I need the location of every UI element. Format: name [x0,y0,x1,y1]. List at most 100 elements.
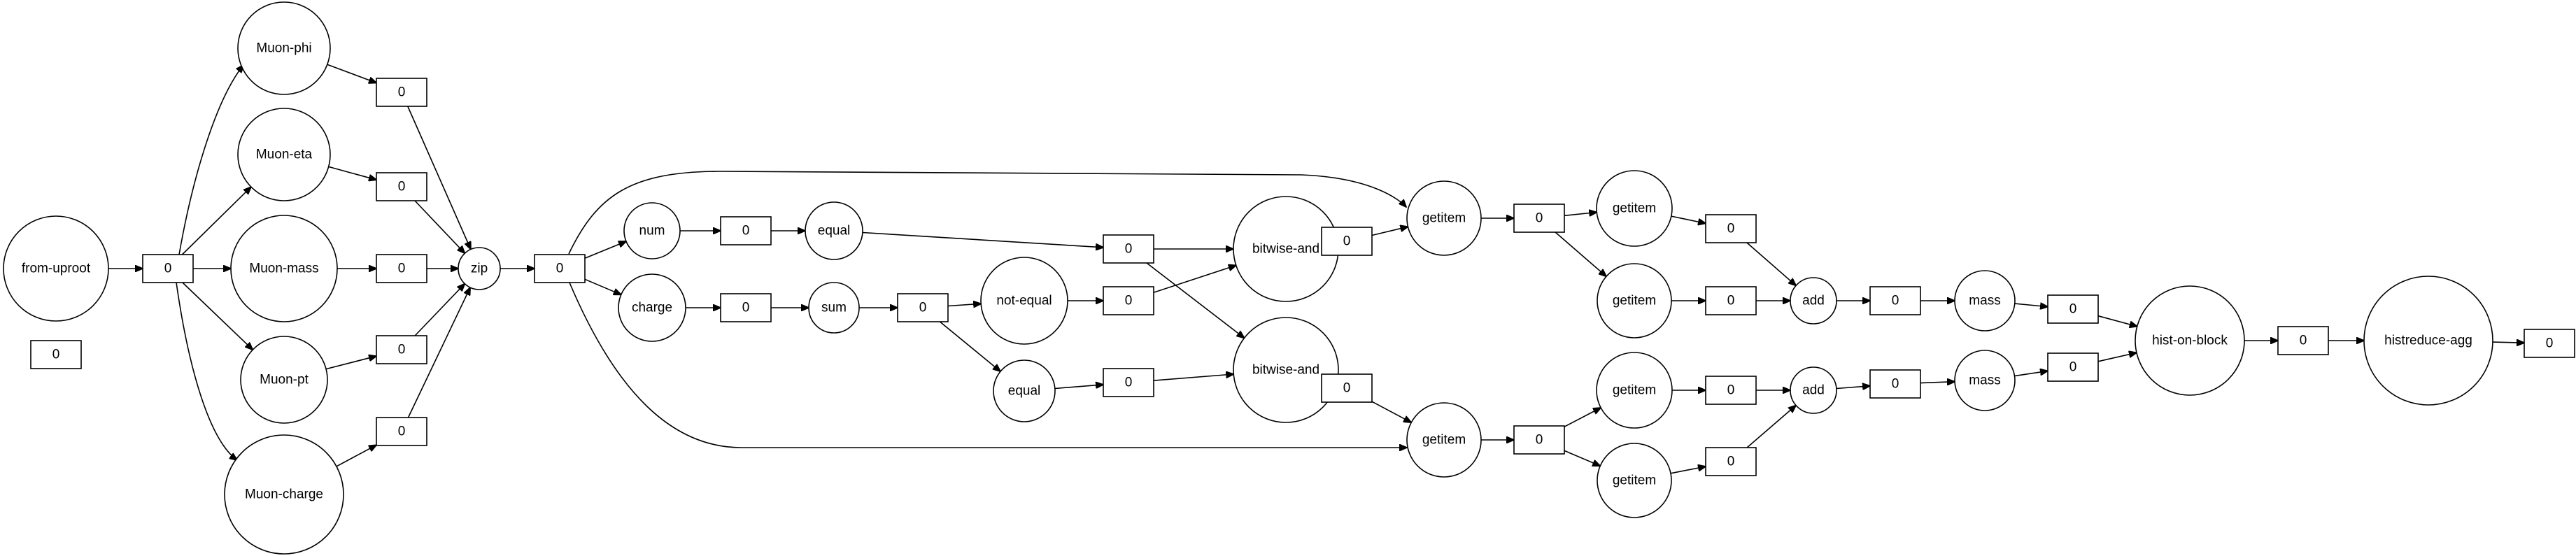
node-label: 0 [398,85,406,100]
node-label: 0 [1727,455,1735,469]
task-node-circle [2135,285,2245,396]
edge-d_gi1-to-getitem1a [1564,213,1597,216]
edge-mass2-to-d_mass2 [2014,371,2048,377]
edge-d_sum-to-not-equal [947,304,981,306]
node-label: 0 [52,348,60,362]
data-node-box [376,78,427,107]
edge-d_gi2b-to-add2 [1746,406,1796,448]
node-mass1: mass [1954,270,2016,332]
node-d_charge: 0 [376,417,427,446]
node-bitwise-and2: bitwise-and [1233,317,1339,423]
task-node-circle [1790,366,1837,414]
edge-d_mass1-to-hist-on-block [2097,315,2137,327]
edge-d_ba2-to-getitem2 [1371,401,1411,422]
node-d_chg: 0 [720,293,772,322]
node-label: Muon-charge [245,487,323,502]
node-d_num: 0 [720,216,772,245]
task-node-circle [1233,317,1339,423]
data-node-box [2047,294,2099,324]
edge-getitem2b-to-d_gi2b [1670,466,1706,474]
data-node-box [1705,376,1757,405]
edge-d_zip-to-getitem2 [569,282,1407,448]
data-node-box [376,417,427,446]
task-node-circle [1954,350,2016,411]
edge-d0-to-muon-phi [178,65,243,255]
node-label: getitem [1613,294,1656,308]
edge-d_eta-to-zip [414,200,465,253]
data-node-box [720,293,772,322]
edge-d_pt-to-zip [414,284,465,336]
node-label: 0 [2069,360,2077,375]
node-d_gi2b: 0 [1705,447,1757,476]
node-getitem1: getitem [1406,180,1482,256]
node-label: Muon-eta [256,148,313,162]
edge-d_zip-to-charge [584,278,621,294]
node-mass2: mass [1954,350,2016,411]
task-node-circle [1597,443,1672,518]
task-node-circle [980,257,1068,345]
edge-d_add2-to-mass2 [1920,382,1955,383]
data-node-box [2047,352,2099,382]
node-getitem1a: getitem [1596,170,1673,247]
edge-muon-pt-to-d_pt [325,356,376,370]
task-node-circle [2363,276,2493,406]
task-node-circle [1954,270,2016,332]
node-label: Muon-mass [249,262,318,276]
node-muon-eta: Muon-eta [237,108,331,201]
node-charge: charge [618,273,686,342]
node-label: 0 [1125,242,1133,257]
node-label: 0 [1125,294,1133,308]
node-label: getitem [1422,211,1466,226]
node-d_hob: 0 [2277,326,2329,355]
node-equal2: equal [993,359,1056,422]
node-label: 0 [1536,211,1543,226]
node-add2: add [1790,366,1837,414]
node-d_gi1a: 0 [1705,214,1757,243]
data-node-box [30,340,82,369]
node-label: hist-on-block [2152,334,2228,348]
edge-equal1-to-d_equal1 [862,231,1103,248]
node-label: equal [1008,384,1041,399]
node-d_ba2: 0 [1321,373,1373,403]
task-node-circle [224,434,344,555]
node-d_add2: 0 [1869,369,1921,399]
edge-d_eq2-to-bitwise-and2 [1153,374,1233,381]
edges-layer [108,64,2524,474]
node-label: 0 [1727,222,1735,236]
node-sum: sum [808,282,860,334]
task-node-circle [240,336,328,424]
node-label: 0 [398,180,406,194]
data-node-box [1869,369,1921,399]
node-histreduce-agg: histreduce-agg [2363,276,2493,406]
node-muon-phi: Muon-phi [237,1,331,95]
node-label: getitem [1613,383,1656,398]
data-node-box [376,172,427,201]
node-label: 0 [1343,381,1351,396]
task-node-circle [1406,402,1482,478]
node-add1: add [1790,277,1837,325]
task-node-circle [1596,352,1673,429]
node-label: mass [1969,294,2000,308]
node-d0: 0 [142,254,194,283]
node-label: 0 [1892,294,1899,308]
edge-add2-to-d_add2 [1836,386,1870,389]
node-label: getitem [1613,473,1656,488]
node-getitem2b: getitem [1597,443,1672,518]
node-d_add1: 0 [1869,286,1921,315]
node-d_eta: 0 [376,172,427,201]
node-d_ne: 0 [1103,286,1154,315]
node-d_mass2: 0 [2047,352,2099,382]
node-d_equal1: 0 [1103,234,1154,264]
node-label: 0 [164,262,172,276]
node-label: getitem [1422,433,1466,448]
node-d_eq2: 0 [1103,368,1154,397]
node-d_free: 0 [30,340,82,369]
task-node-circle [237,1,331,95]
node-d_pt: 0 [376,335,427,364]
edge-getitem1a-to-d_gi1a [1671,215,1706,223]
edge-d_zip-to-num [584,241,626,259]
node-label: 0 [2069,302,2077,317]
node-label: 0 [398,425,406,439]
task-node-circle [618,273,686,342]
node-label: 0 [919,301,927,315]
